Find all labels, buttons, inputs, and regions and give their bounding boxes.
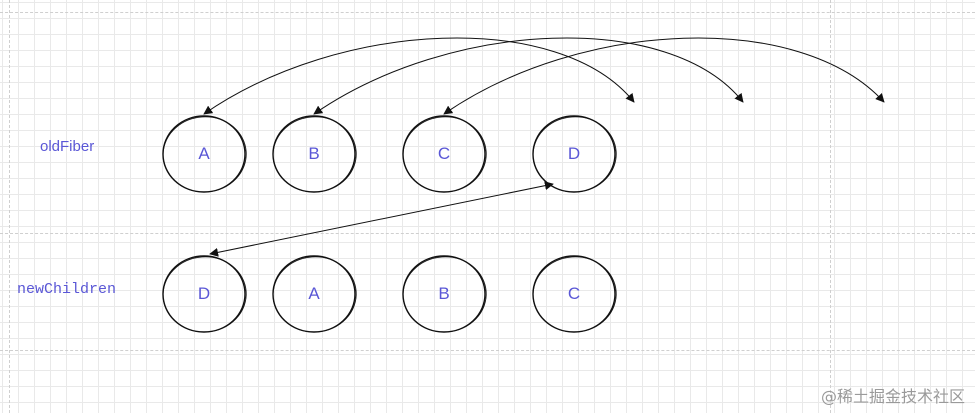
guide-line <box>0 12 975 13</box>
node-label: B <box>308 144 320 163</box>
arc-arrow-c <box>443 37 885 115</box>
new-children-label: newChildren <box>17 281 117 298</box>
old-node-4: D <box>531 114 617 194</box>
old-node-1: A <box>161 114 247 194</box>
new-node-1: D <box>161 254 247 334</box>
node-label: D <box>567 144 581 163</box>
arrow-d-to-d <box>209 181 554 257</box>
guide-line <box>830 0 831 413</box>
guide-line <box>9 0 10 413</box>
new-node-4: C <box>531 254 617 334</box>
node-label: A <box>308 284 320 303</box>
node-circle <box>162 115 247 193</box>
node-label: A <box>198 144 210 163</box>
node-label: D <box>197 284 211 303</box>
watermark-text: @稀土掘金技术社区 <box>820 387 965 406</box>
old-fiber-label: oldFiber <box>40 138 95 155</box>
new-node-2: A <box>271 254 357 334</box>
node-circle <box>402 255 487 333</box>
node-label: B <box>438 284 450 303</box>
node-circle <box>162 255 247 333</box>
node-circle <box>402 115 487 193</box>
node-circle <box>272 255 357 333</box>
new-node-3: B <box>401 254 487 334</box>
node-label: C <box>437 144 451 163</box>
node-circle <box>532 115 617 193</box>
arc-arrow-b <box>313 37 744 115</box>
old-node-3: C <box>401 114 487 194</box>
old-node-2: B <box>271 114 357 194</box>
arc-arrow-a <box>203 37 635 115</box>
node-circle <box>272 115 357 193</box>
node-circle <box>532 255 617 333</box>
node-label: C <box>567 284 581 303</box>
guide-line <box>0 350 975 351</box>
